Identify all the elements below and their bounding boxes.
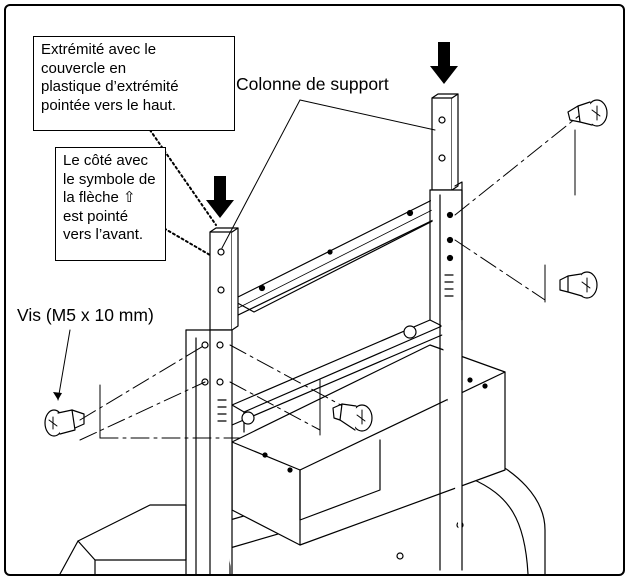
diagram-frame — [4, 4, 625, 576]
side-callout-box: Le côté avec le symbole de la flèche ⇧ e… — [55, 147, 166, 261]
callout-line: Le côté avec — [63, 152, 149, 169]
left-support-column — [185, 227, 239, 575]
top-callout-box: Extrémité avec le couvercle en plastique… — [33, 36, 235, 131]
screw-guide-boxes — [99, 129, 576, 439]
leader-lines — [57, 99, 436, 401]
down-arrow-icon — [206, 176, 234, 218]
callout-line: couvercle en — [41, 59, 127, 77]
callout-line: est pointé — [63, 207, 129, 225]
screw-icon — [559, 271, 598, 299]
top-rail — [231, 195, 463, 319]
screw-icon — [44, 409, 85, 437]
base-plate — [59, 504, 187, 575]
dotted-pointers — [149, 129, 217, 256]
right-support-column — [429, 93, 463, 571]
callout-line: Extrémité avec le — [41, 41, 157, 58]
column-label: Colonne de support — [236, 74, 389, 94]
callout-line: la flèche ⇧ — [63, 189, 136, 206]
leader-arrowhead — [53, 392, 62, 400]
callout-line: pointée vers le haut. — [41, 96, 177, 114]
callout-line: vers l’avant. — [63, 226, 144, 243]
callout-line: plastique d’extrémité — [41, 78, 179, 95]
screw-guide-lines — [79, 114, 581, 441]
screw-icon — [567, 99, 608, 127]
screw-icon — [332, 403, 373, 432]
screw-label: Vis (M5 x 10 mm) — [17, 305, 154, 325]
callout-line: le symbole de — [63, 170, 156, 188]
down-arrow-icon — [430, 42, 458, 84]
